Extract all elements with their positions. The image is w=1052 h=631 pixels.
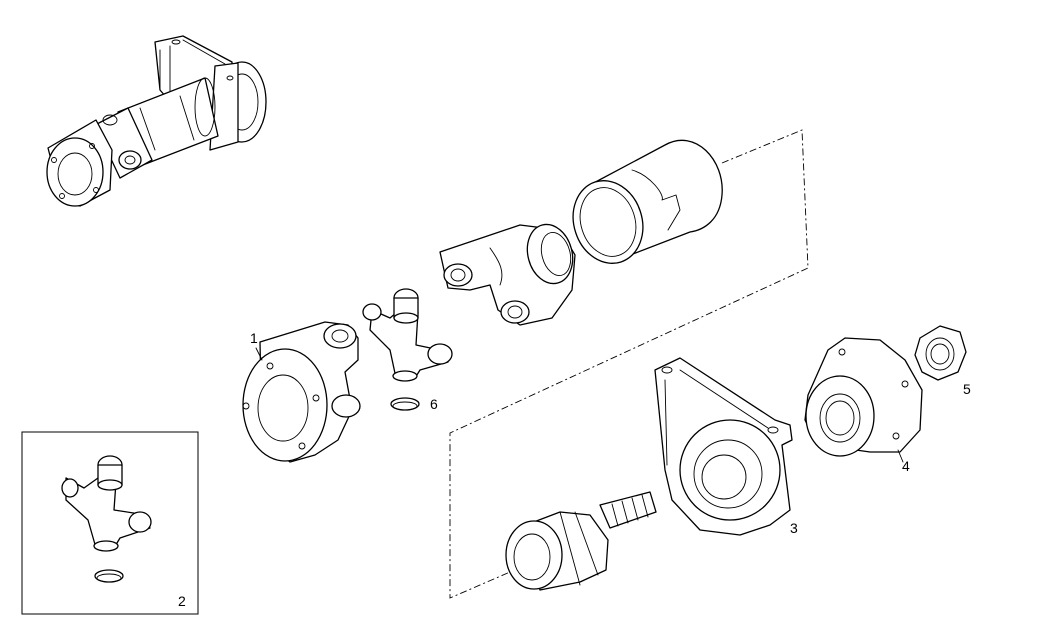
callout-2: 2 [178,593,186,609]
shaft-tube [563,140,723,272]
assembled-shaft-overview [47,36,266,206]
part-6-circlip [391,398,419,410]
callout-5: 5 [963,381,971,397]
callout-3: 3 [790,520,798,536]
splined-stub-shaft [506,492,656,590]
callout-4: 4 [902,458,910,474]
leader-line-4 [898,450,903,462]
slip-yoke [440,219,579,325]
inset-box-part-2 [22,432,198,614]
part-6-universal-joint-cross [363,289,452,381]
part-2-universal-joint-kit [62,456,151,582]
part-4-companion-flange [805,338,922,456]
part-3-center-bearing-bracket [655,358,792,535]
exploded-group-outline [450,130,808,598]
part-5-hex-nut [915,326,966,380]
part-1-flange-yoke [243,322,360,462]
callout-6: 6 [430,396,438,412]
callout-1: 1 [250,330,258,346]
leader-line-1 [256,348,262,360]
